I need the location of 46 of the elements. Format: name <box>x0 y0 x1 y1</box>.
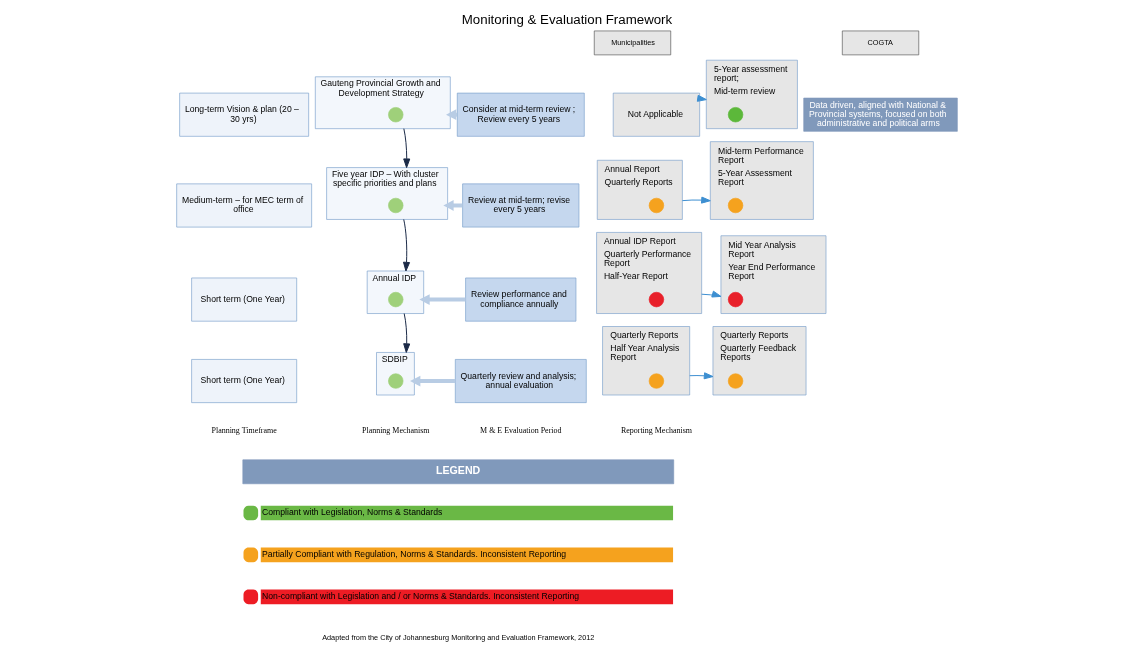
node-box: Short term (One Year) <box>191 277 297 322</box>
node-box: Data driven, aligned with National & Provincial systems, focused on both administrative and political arms <box>803 97 958 132</box>
node-box: Medium-term – for MEC term of office <box>176 183 312 228</box>
node-box: Short term (One Year) <box>191 359 297 403</box>
cluster: Gauteng Provincial Growth and Development Strategy <box>315 76 451 129</box>
node-box: Municipalities <box>593 30 672 56</box>
node-circle <box>727 107 744 123</box>
node-circle <box>388 107 404 123</box>
cluster: Five year IDP – With cluster specific priorities and plans <box>326 167 448 220</box>
node-circle <box>388 291 404 308</box>
node-box: Quarterly review and analysis; annual evaluation <box>454 359 587 403</box>
arrow <box>701 290 722 298</box>
arrow <box>410 375 456 387</box>
cluster: Annual IDP Report Quarterly Performance Report Half-Year Report <box>596 232 702 314</box>
node-box: Long-term Vision & plan (20 – 30 yrs) <box>179 92 309 137</box>
arrow <box>419 294 466 305</box>
arrow <box>403 128 411 169</box>
cluster: Quarterly Reports Half Year Analysis Report <box>602 326 691 396</box>
node-circle <box>388 373 404 389</box>
cluster: Annual IDP <box>366 270 425 314</box>
cluster: Mid Year Analysis Report Year End Performance Report <box>720 235 827 314</box>
legend-label: Compliant with Legislation, Norms & Standards <box>262 507 443 518</box>
node-box: COGTA <box>841 30 920 56</box>
cluster: 5-Year assessment report; Mid-term review <box>705 59 798 129</box>
node-box: Review performance and compliance annually <box>465 277 577 322</box>
cluster: Quarterly Reports Quarterly Feedback Reports <box>712 326 807 396</box>
node-circle <box>648 291 665 308</box>
node-circle <box>727 197 744 214</box>
node-box: LEGEND <box>242 459 675 485</box>
node-circle <box>648 197 665 214</box>
arrow <box>689 372 714 380</box>
legend-label: Partially Compliant with Regulation, Norms & Standards. Inconsistent Reporting <box>262 549 567 560</box>
legend-label: Non-compliant with Legislation and / or Norms & Standards. Inconsistent Reporting <box>262 591 579 602</box>
node-circle <box>727 291 744 308</box>
cluster: SDBIP <box>376 352 415 396</box>
arrow <box>403 313 411 353</box>
arrow <box>403 218 411 272</box>
node-circle <box>727 373 744 389</box>
node-circle <box>648 373 665 389</box>
node-box: Review at mid-term; revise every 5 years <box>462 183 580 228</box>
cluster: Annual Report Quarterly Reports <box>596 159 683 220</box>
arrow <box>681 196 711 204</box>
diagram-title: Monitoring & Evaluation Framework <box>461 12 673 28</box>
node-circle <box>388 197 404 214</box>
caption: Adapted from the City of Johannesburg Monitoring and Evaluation Framework, 2012 <box>322 632 595 642</box>
cluster: Mid-term Performance Report 5-Year Assessment Report <box>709 141 814 220</box>
